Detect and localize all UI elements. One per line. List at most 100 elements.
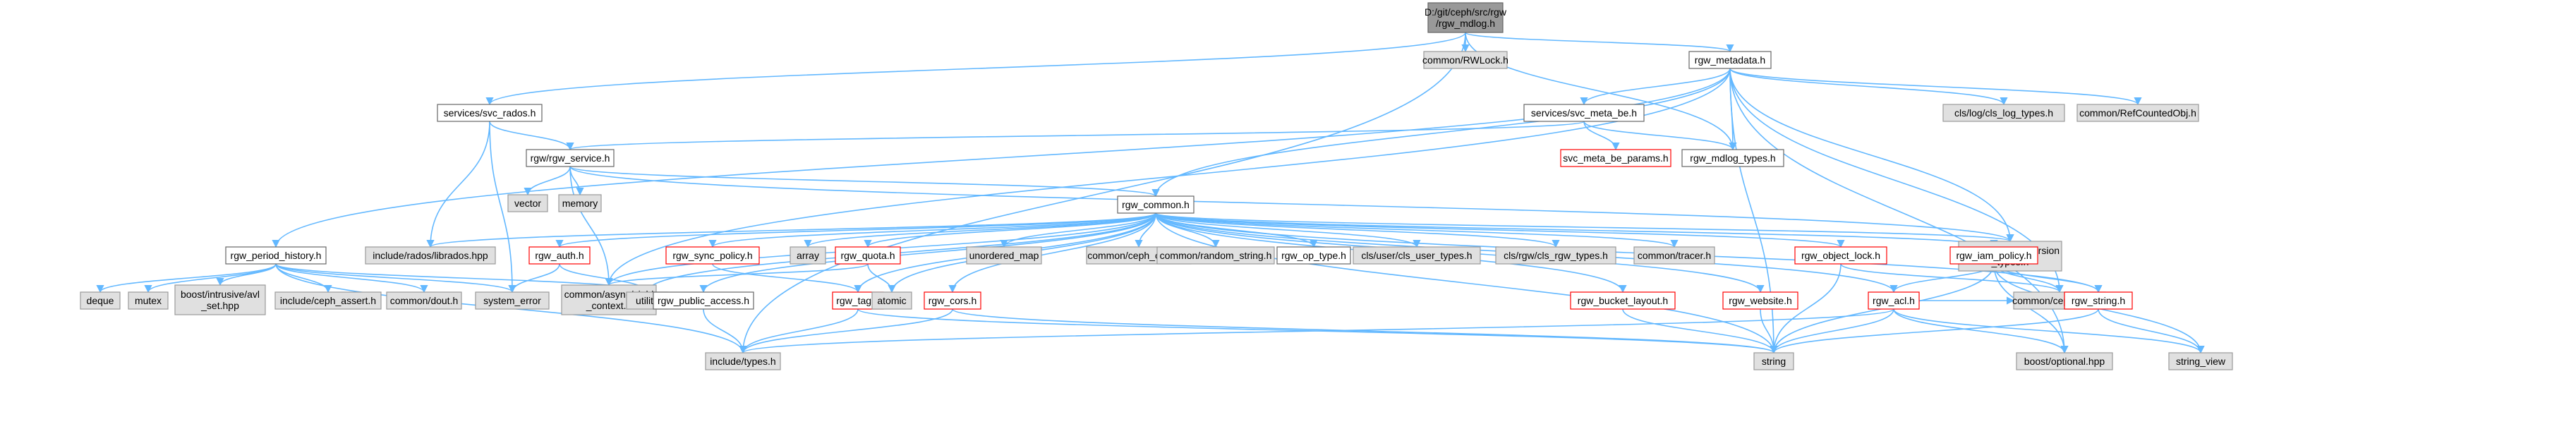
node-string-view: string_view: [2168, 352, 2233, 370]
node-rgw-period-history[interactable]: rgw_period_history.h: [225, 246, 327, 265]
edge-rgw_tag-to-include_types: [739, 308, 859, 354]
node-rgw-op-type[interactable]: rgw_op_type.h: [1276, 246, 1351, 265]
node-label: rgw_iam_policy.h: [1956, 250, 2031, 261]
node-label: common/random_string.h: [1160, 250, 1272, 261]
node-label: rgw_public_access.h: [658, 295, 749, 306]
node-label: rgw_cors.h: [929, 295, 976, 306]
edge-rgw_cors-to-string: [952, 308, 1778, 354]
node-box: [871, 291, 912, 310]
node-box: [705, 352, 781, 370]
node-rgw-common[interactable]: rgw_common.h: [1117, 195, 1195, 214]
node-box: [2076, 104, 2199, 122]
node-label: rgw_quota.h: [840, 250, 895, 261]
node-array: array: [790, 246, 826, 265]
node-label: services/svc_meta_be.h: [1531, 107, 1637, 119]
node-label: cls/rgw/cls_rgw_types.h: [1504, 250, 1608, 261]
edge-svc_rados-to-system_error: [489, 121, 516, 294]
node-box: [1681, 149, 1784, 167]
node-svc-rados[interactable]: services/svc_rados.h: [437, 104, 543, 122]
edge-rgw_common-to-tracer: [1155, 212, 1679, 248]
node-svc-meta-be[interactable]: services/svc_meta_be.h: [1523, 104, 1645, 122]
node-rgw-object-lock[interactable]: rgw_object_lock.h: [1794, 246, 1887, 265]
edge-rgw_bucket_layout-to-string: [1622, 308, 1778, 354]
edge-rgw_common-to-array: [804, 212, 1156, 248]
edge-root-to-svc_rados: [485, 32, 1466, 106]
node-rwlock: common/RWLock.h: [1422, 51, 1508, 69]
edge-rgw_acl-to-boost_optional: [1893, 308, 2069, 354]
node-rgw-service[interactable]: rgw/rgw_service.h: [526, 149, 615, 167]
edge-rgw_metadata-to-svc_meta_be: [1580, 68, 1731, 106]
node-box: [526, 149, 615, 167]
node-box: [475, 291, 550, 310]
edge-rgw_metadata-to-cls_log_types: [1729, 68, 2008, 106]
node-box: [2064, 291, 2133, 310]
edge-rgw_metadata-to-refcounted: [1729, 68, 2142, 106]
node-box: [924, 291, 981, 310]
node-rgw-metadata[interactable]: rgw_metadata.h: [1688, 51, 1772, 69]
edge-rgw_service-to-memory: [569, 166, 584, 196]
node-box: [386, 291, 462, 310]
edge-rgw_service-to-vector: [524, 166, 571, 196]
edge-rgw_common-to-rgw_cors: [948, 212, 1156, 294]
edge-rgw_metadata-to-rgw_period_history: [272, 68, 1731, 248]
node-label: boost/optional.hpp: [2024, 356, 2105, 367]
node-memory: memory: [558, 194, 602, 212]
edge-rgw_period_history-to-system_error: [275, 263, 516, 294]
node-box: [437, 104, 543, 122]
node-svc-meta-be-params[interactable]: svc_meta_be_params.h: [1560, 149, 1671, 167]
node-box: [1868, 291, 1920, 310]
node-label: rgw_bucket_layout.h: [1578, 295, 1668, 306]
node-label: unordered_map: [969, 250, 1039, 261]
node-rgw-bucket-layout[interactable]: rgw_bucket_layout.h: [1570, 291, 1676, 310]
edge-rgw_object_lock-to-string: [1770, 263, 1842, 354]
node-rgw-quota[interactable]: rgw_quota.h: [835, 246, 901, 265]
node-box: [528, 246, 591, 265]
edge-svc_meta_be-to-rgw_service: [567, 121, 1585, 151]
edge-rgw_auth-to-system_error: [508, 263, 560, 294]
edge-rgw_common-to-cls_version_types: [1155, 212, 2014, 243]
node-box: [2016, 352, 2113, 370]
node-mutex: mutex: [128, 291, 169, 310]
node-box: [1722, 291, 1798, 310]
edge-rgw_common-to-cls_user_types: [1155, 212, 1421, 248]
node-box: [665, 246, 760, 265]
node-box: [1688, 51, 1772, 69]
edge-rgw_common-to-unordered_map: [1000, 212, 1156, 248]
node-box: [1276, 246, 1351, 265]
node-label: include/types.h: [710, 356, 775, 367]
edge-rgw_service-to-yield_context: [569, 166, 613, 286]
node-rgw-cors[interactable]: rgw_cors.h: [924, 291, 981, 310]
node-box: [128, 291, 169, 310]
node-box: [790, 246, 826, 265]
node-system-error: system_error: [475, 291, 550, 310]
node-rgw-auth[interactable]: rgw_auth.h: [528, 246, 591, 265]
node-box: [365, 246, 496, 265]
node-rgw-mdlog-types[interactable]: rgw_mdlog_types.h: [1681, 149, 1784, 167]
node-rgw-iam-policy[interactable]: rgw_iam_policy.h: [1949, 246, 2038, 265]
edge-rgw_period_history-to-deque: [96, 263, 277, 294]
node-rgw-website[interactable]: rgw_website.h: [1722, 291, 1798, 310]
node-rgw-sync-policy[interactable]: rgw_sync_policy.h: [665, 246, 760, 265]
node-label: cls/user/cls_user_types.h: [1361, 250, 1472, 261]
node-deque: deque: [80, 291, 121, 310]
edge-svc_rados-to-rgw_service: [489, 121, 574, 151]
node-atomic: atomic: [871, 291, 912, 310]
node-box: [966, 246, 1042, 265]
node-ceph-assert: include/ceph_assert.h: [274, 291, 382, 310]
node-rgw-string[interactable]: rgw_string.h: [2064, 291, 2133, 310]
node-box: [1949, 246, 2038, 265]
edge-rgw_quota-to-yield_context: [605, 263, 869, 286]
node-label: vector: [514, 198, 541, 209]
edge-rgw_metadata-to-cls_version_types: [1729, 68, 2014, 243]
node-box: [1117, 195, 1195, 214]
node-label: common/RWLock.h: [1422, 54, 1508, 66]
node-box: [835, 246, 901, 265]
node-root[interactable]: D:/git/ceph/src/rgw/rgw_mdlog.h: [1425, 2, 1507, 33]
node-cls-rgw-types: cls/rgw/cls_rgw_types.h: [1495, 246, 1616, 265]
node-rgw-acl[interactable]: rgw_acl.h: [1868, 291, 1920, 310]
edge-rgw_service-to-rgw_common: [569, 166, 1160, 198]
edge-rgw_common-to-rgw_auth: [555, 212, 1156, 248]
node-rgw-public-access[interactable]: rgw_public_access.h: [653, 291, 754, 310]
node-label: array: [797, 250, 819, 261]
node-boost-optional: boost/optional.hpp: [2016, 352, 2113, 370]
